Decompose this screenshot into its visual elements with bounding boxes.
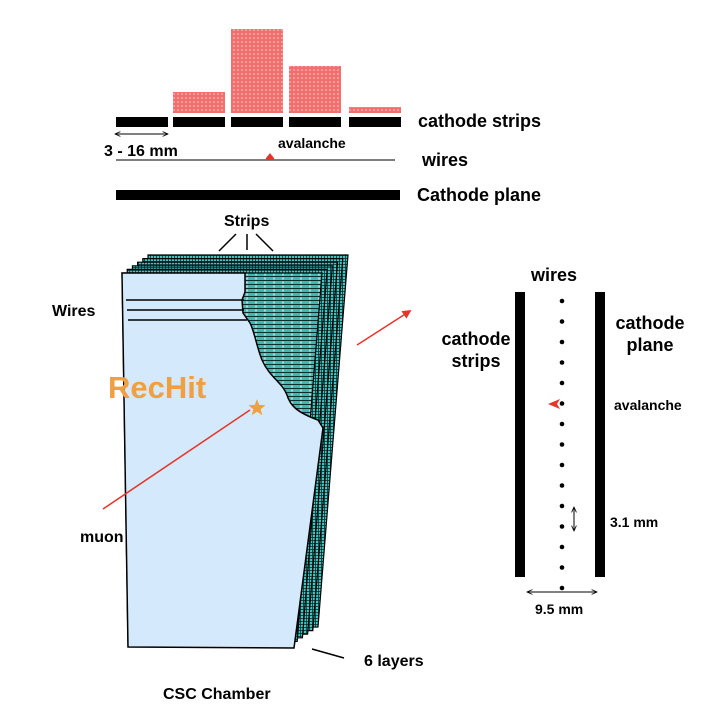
wire-dot: [559, 360, 565, 365]
avalanche-drop-icon: [265, 153, 275, 160]
cathode-strip: [116, 117, 168, 127]
muon-track-incoming: [102, 409, 251, 510]
wire-dot: [559, 483, 565, 488]
wire-dot: [559, 421, 565, 427]
rechit-label: RecHit: [108, 370, 207, 405]
cathode-plane-bar: [116, 190, 400, 200]
strips-pointer-line: [218, 233, 237, 252]
chamber-title: CSC Chamber: [163, 686, 271, 703]
cathode-strip: [231, 117, 283, 127]
wires-label: wires: [422, 150, 469, 170]
cs-cathode-strips-line1: cathode: [441, 329, 511, 349]
cathode-plane-bar-vertical: [595, 292, 605, 577]
muon-track-outgoing-arrow: [356, 310, 412, 346]
layers-label: 6 layers: [364, 653, 424, 670]
wire-dot: [559, 442, 565, 447]
cs-cathode-plane-label: cathode plane: [610, 314, 690, 354]
cathode-strip: [289, 117, 341, 127]
wire-dot: [559, 462, 565, 468]
wire-pitch-label: 3.1 mm: [610, 514, 659, 530]
induced-charge-bar: [173, 92, 225, 113]
cathode-strips-row: [116, 117, 401, 127]
wire-dot: [559, 503, 565, 509]
wire-dot: [559, 380, 565, 386]
cs-cathode-plane-line2: plane: [626, 335, 674, 355]
cs-wires-label: wires: [531, 265, 578, 285]
gap-width-label: 9.5 mm: [535, 601, 584, 617]
avalanche-label: avalanche: [278, 135, 346, 151]
wire-dot: [559, 298, 565, 304]
cs-cathode-strips-line2: strips: [451, 351, 501, 371]
wire-dot: [559, 544, 565, 550]
muon-label: muon: [80, 529, 124, 546]
cathode-strip: [173, 117, 225, 127]
wire-dots: [559, 298, 565, 591]
strips-label: Strips: [224, 213, 270, 230]
wire-dot: [559, 565, 565, 570]
induced-charge-bar: [231, 29, 283, 113]
induced-charge-bar: [349, 107, 401, 113]
layers-pointer-line: [311, 648, 345, 659]
strips-pointer-line: [255, 233, 274, 252]
rechit-star-icon: [248, 399, 266, 416]
cs-cathode-plane-line1: cathode: [615, 313, 685, 333]
cs-cathode-strips-label: cathode strips: [440, 330, 512, 370]
wire-dot: [559, 401, 565, 406]
induced-charge-bars: [173, 29, 401, 113]
chamber-front-panel: [121, 272, 324, 649]
wire-dot: [559, 524, 565, 529]
wires-chamber-label: Wires: [52, 303, 96, 320]
avalanche-arrow-icon: [548, 399, 560, 409]
cathode-strip: [349, 117, 401, 127]
cathode-strips-label: cathode strips: [418, 111, 542, 131]
strip-width-label: 3 - 16 mm: [104, 143, 178, 160]
cathode-strips-bar: [515, 292, 525, 577]
cs-avalanche-label: avalanche: [614, 397, 682, 413]
induced-charge-bar: [289, 65, 341, 113]
cathode-plane-label: Cathode plane: [417, 185, 542, 205]
wire-dot: [559, 319, 565, 324]
wire-dot: [559, 585, 565, 591]
wire-dot: [559, 339, 565, 345]
